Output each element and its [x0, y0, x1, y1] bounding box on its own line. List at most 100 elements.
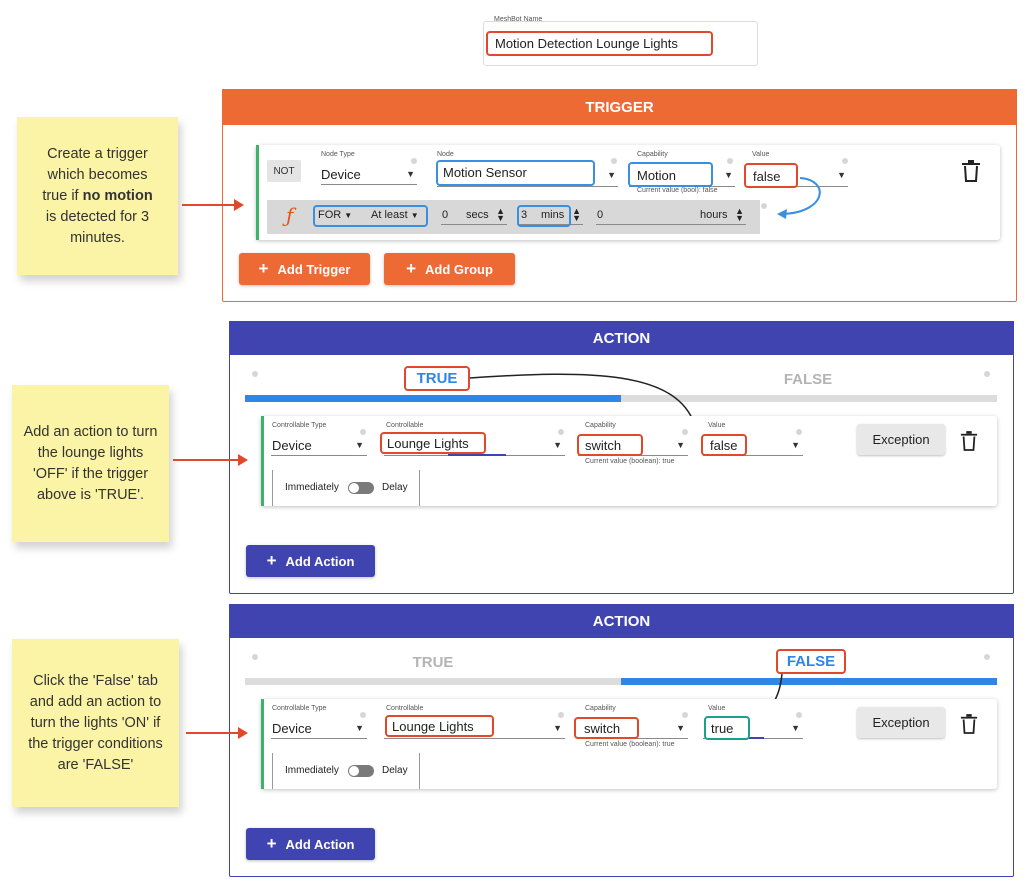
info-dot: [360, 712, 366, 718]
info-dot: [411, 158, 417, 164]
caret-down-icon: ▼: [410, 211, 419, 220]
exception-button[interactable]: Exception: [857, 707, 945, 738]
tab-true[interactable]: TRUE: [412, 653, 454, 671]
plus-icon: +: [266, 551, 277, 570]
add-group-button[interactable]: + Add Group: [384, 253, 515, 285]
info-dot: [727, 158, 733, 164]
hours-stepper[interactable]: 0 hours ▲▼: [596, 207, 746, 225]
meshbot-name-label: MeshBot Name: [494, 16, 543, 23]
mins-unit: mins: [541, 209, 565, 221]
trash-icon[interactable]: [960, 714, 978, 734]
capability-current-value: Current value (boolean): true: [585, 458, 675, 465]
controllable-type-select[interactable]: Device ▼: [271, 717, 367, 739]
note-trigger: Create a trigger which becomes true if n…: [17, 117, 178, 275]
node-type-label: Node Type: [321, 151, 355, 158]
note-line: which becomes: [47, 166, 148, 183]
controllable-value[interactable]: Lounge Lights: [380, 432, 486, 454]
plus-icon: +: [406, 259, 417, 278]
caret-down-icon: ▼: [344, 211, 353, 220]
info-dot: [558, 712, 564, 718]
note-action-false: Click the 'False' tab and add an action …: [12, 639, 179, 807]
info-dot: [796, 712, 802, 718]
tab-false[interactable]: FALSE: [776, 649, 846, 674]
tab-true[interactable]: TRUE: [404, 366, 470, 391]
caret-down-icon: ▼: [676, 723, 685, 733]
info-dot: [252, 654, 258, 660]
add-group-label: Add Group: [425, 261, 493, 277]
immediately-label: Immediately: [285, 482, 339, 493]
mins-stepper[interactable]: mins ▲▼: [517, 207, 583, 225]
value-select[interactable]: ▼: [703, 434, 803, 456]
add-action-button[interactable]: + Add Action: [246, 545, 375, 577]
value-value[interactable]: false: [701, 434, 747, 456]
tab-indicator-active: [245, 395, 621, 402]
controllable-label: Controllable: [386, 422, 424, 429]
value-value[interactable]: true: [704, 716, 750, 740]
caret-down-icon: ▼: [724, 170, 733, 180]
capability-value[interactable]: Motion: [628, 162, 713, 187]
add-action-label: Add Action: [285, 553, 355, 569]
note-line: Create a trigger: [47, 145, 148, 162]
note-action-true: Add an action to turn the lounge lights …: [12, 385, 169, 542]
controllable-type-label: Controllable Type: [272, 705, 327, 712]
node-type-value: Device: [321, 167, 361, 182]
node-type-select[interactable]: Device ▼: [321, 163, 417, 185]
capability-value[interactable]: switch: [577, 434, 643, 456]
add-action-button[interactable]: + Add Action: [246, 828, 375, 860]
hours-value: 0: [597, 209, 604, 221]
info-dot: [761, 203, 767, 209]
toggle-knob: [349, 483, 359, 493]
secs-unit: secs: [466, 209, 489, 221]
trash-icon[interactable]: [961, 160, 981, 182]
controllable-select[interactable]: ▼: [384, 717, 565, 739]
trigger-card-accent: [256, 145, 259, 240]
note-text: Click the 'False' tab and add an action …: [28, 672, 163, 773]
curved-arrow-icon: [777, 177, 821, 219]
value-label: Value: [752, 151, 770, 158]
mins-value[interactable]: 3: [517, 205, 571, 227]
function-icon: ƒ: [286, 203, 294, 227]
exception-button[interactable]: Exception: [857, 424, 945, 455]
capability-label: Capability: [637, 151, 668, 158]
controllable-type-value: Device: [272, 721, 312, 736]
at-least-select[interactable]: At least ▼: [371, 209, 419, 221]
not-button[interactable]: NOT: [267, 160, 301, 182]
add-trigger-button[interactable]: +Add Trigger: [239, 253, 370, 285]
capability-value[interactable]: switch: [574, 717, 639, 739]
capability-label: Capability: [585, 705, 616, 712]
info-dot: [252, 371, 258, 377]
node-value[interactable]: Motion Sensor: [436, 160, 595, 186]
node-select[interactable]: ▼: [437, 163, 618, 187]
tab-false[interactable]: FALSE: [783, 370, 833, 388]
action-header: ACTION: [229, 604, 1014, 638]
trigger-header: TRIGGER: [222, 89, 1017, 125]
caret-down-icon: ▼: [406, 169, 415, 179]
up-down-stepper-icon: ▲▼: [572, 206, 581, 223]
controllable-label: Controllable: [386, 705, 424, 712]
for-select[interactable]: FOR ▼: [318, 209, 352, 221]
action-card-accent: [261, 416, 264, 506]
immediate-delay-toggle[interactable]: [348, 765, 374, 777]
add-action-label: Add Action: [285, 836, 355, 852]
controllable-type-value: Device: [272, 438, 312, 453]
note-line: minutes.: [70, 229, 125, 246]
meshbot-name-input[interactable]: Motion Detection Lounge Lights: [486, 31, 713, 56]
note-line: true if: [42, 187, 83, 204]
value-value[interactable]: false: [744, 163, 798, 188]
controllable-type-label: Controllable Type: [272, 422, 327, 429]
immediate-delay-toggle[interactable]: [348, 482, 374, 494]
delay-label: Delay: [382, 765, 408, 776]
trash-icon[interactable]: [960, 431, 978, 451]
note-text: Add an action to turn the lounge lights …: [23, 423, 158, 503]
immediately-label: Immediately: [285, 765, 339, 776]
controllable-value[interactable]: Lounge Lights: [385, 715, 494, 737]
info-dot: [611, 158, 617, 164]
plus-icon: +: [258, 259, 269, 278]
secs-stepper[interactable]: 0 secs ▲▼: [441, 207, 507, 225]
for-operator-group[interactable]: [313, 205, 428, 227]
controllable-type-select[interactable]: Device ▼: [271, 434, 367, 456]
plus-icon: +: [266, 834, 277, 853]
caret-down-icon: ▼: [676, 440, 685, 450]
caret-down-icon: ▼: [791, 723, 800, 733]
up-down-stepper-icon: ▲▼: [496, 206, 505, 223]
